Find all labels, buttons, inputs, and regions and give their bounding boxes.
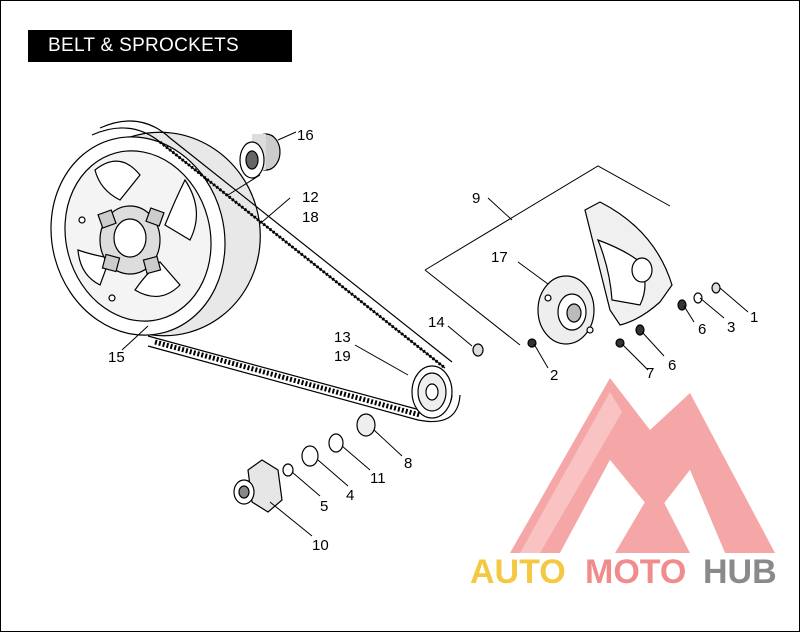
callout-11: 11 [370,470,386,487]
callout-4: 4 [346,487,354,504]
callout-19: 19 [334,348,351,365]
callout-labels: 1 2 3 4 5 6 6 7 8 9 10 11 12 18 13 19 14… [108,127,758,554]
logo-moto: MOTO [585,553,686,591]
callout-6b: 6 [668,357,676,374]
spacer-plate [537,275,595,345]
callout-6a: 6 [698,321,706,338]
leader-lines [121,131,749,537]
callout-12: 12 [302,189,319,206]
hardware-parts [282,282,721,477]
drive-belt [91,120,461,423]
logo-hub: HUB [703,553,777,591]
bearing [239,133,281,179]
callout-8: 8 [404,455,412,472]
callout-15: 15 [108,349,125,366]
watermark-mark [510,378,775,553]
mount-bracket [233,459,283,513]
callout-3: 3 [727,319,735,336]
callout-13: 13 [334,329,351,346]
callout-14: 14 [428,314,445,331]
page-title: BELT & SPROCKETS [28,30,292,62]
callout-17: 17 [491,249,508,266]
sprocket-cover [584,201,673,326]
callout-7: 7 [646,365,654,382]
callout-1: 1 [750,309,758,326]
callout-9: 9 [472,190,480,207]
watermark-logo-text: AUTO MOTO HUB [470,553,777,591]
callout-18: 18 [302,209,319,226]
callout-16: 16 [297,127,314,144]
logo-auto: AUTO [470,553,566,591]
callout-5: 5 [320,498,328,515]
front-sprocket [411,365,453,419]
callout-2: 2 [550,367,558,384]
callout-10: 10 [312,537,329,554]
